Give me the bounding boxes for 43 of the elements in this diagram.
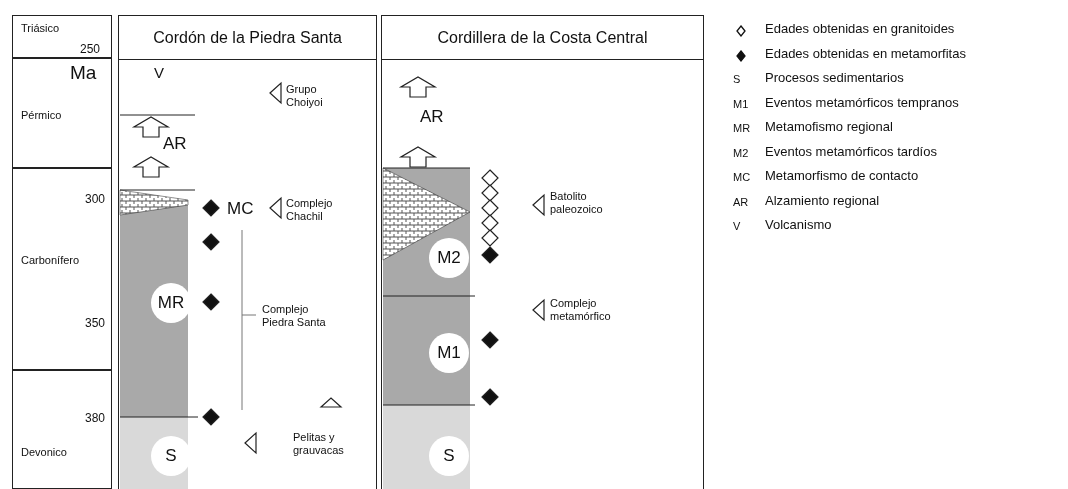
period-name: Carbonífero: [21, 254, 80, 267]
legend-code: M2: [733, 146, 749, 160]
legend-text: Edades obtenidas en metamorfitas: [765, 46, 966, 62]
legend-text: Procesos sedimentarios: [765, 71, 904, 86]
legend-text: Eventos metamórficos tardíos: [765, 144, 937, 160]
unit-name: Pelitas y grauvacas: [293, 431, 345, 457]
unit-label: Ma: [70, 62, 97, 84]
unit-name: Batolito paleozoico: [550, 190, 604, 216]
age-number: 300: [85, 193, 106, 207]
event-code: V: [154, 64, 164, 82]
period-cell: [12, 370, 112, 489]
legend-text: Alzamiento regional: [765, 193, 880, 209]
legend-code: AR: [733, 195, 749, 209]
section-column: [118, 15, 377, 489]
legend-text: Metamorfismo de contacto: [765, 169, 919, 184]
section-column: [381, 15, 704, 489]
period-cell: [12, 58, 112, 168]
period-name: Pérmico: [21, 109, 62, 122]
event-code: AR: [420, 107, 444, 127]
column-header: Cordón de la Piedra Santa: [119, 16, 376, 60]
age-number: 250: [80, 43, 101, 57]
period-cell: [12, 168, 112, 370]
unit-name: Grupo Choiyoi: [286, 83, 324, 109]
legend-text: Metamofismo regional: [765, 120, 893, 135]
unit-name: Complejo Chachil: [286, 197, 334, 223]
period-cell: [12, 15, 112, 58]
unit-name: Complejo metamórfico: [550, 297, 612, 323]
legend-code: MC: [733, 171, 751, 184]
unit-name: Complejo Piedra Santa: [262, 303, 327, 329]
legend-code: MR: [733, 122, 751, 135]
event-code: MC: [227, 199, 254, 219]
legend-code: V: [733, 220, 741, 233]
period-name: Devonico: [21, 446, 67, 459]
age-number: 350: [85, 317, 106, 331]
legend-code: S: [733, 73, 741, 86]
column-header: Cordillera de la Costa Central: [382, 16, 703, 60]
event-code: AR: [163, 134, 187, 154]
age-number: 380: [85, 412, 106, 426]
legend-code: M1: [733, 97, 749, 111]
period-name: Triásico: [21, 22, 60, 35]
legend-text: Edades obtenidas en granitoides: [765, 22, 955, 37]
legend-text: Volcanismo: [765, 218, 832, 233]
legend-text: Eventos metamórficos tempranos: [765, 95, 959, 111]
